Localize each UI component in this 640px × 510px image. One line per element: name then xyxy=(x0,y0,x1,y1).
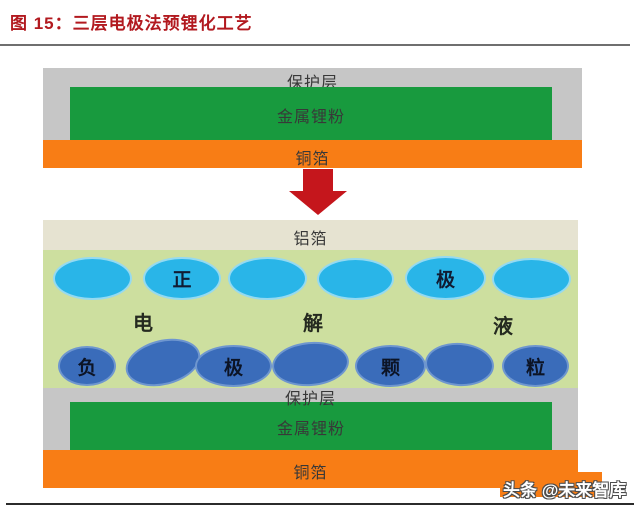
protective-layer-label-bottom: 保护层 xyxy=(284,391,336,408)
copper-foil-rect-bottom: 铜箔 xyxy=(43,450,578,488)
lithium-powder-label-bottom: 金属锂粉 xyxy=(276,421,345,438)
down-arrow-head-icon xyxy=(289,191,347,215)
toutiao-badge xyxy=(500,472,602,497)
figure-title: 图 15：三层电极法预锂化工艺 xyxy=(10,14,253,33)
copper-foil-label-bottom: 铜箔 xyxy=(293,465,328,482)
cathode-particle xyxy=(492,258,571,300)
copper-foil-rect: 铜箔 xyxy=(43,140,582,168)
anode-particle: 负 xyxy=(58,346,116,386)
copper-foil-label: 铜箔 xyxy=(295,151,330,168)
lithium-powder-rect: 金属锂粉 xyxy=(70,87,552,140)
assembled-cell-stack: 铝箔 正 极 电 解 液 负 极 颗 粒 保护层 金属锂粉 铜箔 xyxy=(43,220,578,488)
anode-particle: 颗 xyxy=(355,345,426,387)
down-arrow-icon xyxy=(303,169,333,192)
title-divider-line xyxy=(0,44,630,46)
lithium-powder-label: 金属锂粉 xyxy=(276,109,345,126)
electrolyte-char: 解 xyxy=(303,313,323,335)
electrolyte-char: 液 xyxy=(493,316,513,338)
lithium-powder-rect-bottom: 金属锂粉 xyxy=(70,402,552,450)
aluminum-foil-rect: 铝箔 xyxy=(43,220,578,250)
bottom-divider-line xyxy=(6,503,634,505)
cathode-particle: 极 xyxy=(405,256,486,300)
cathode-particle xyxy=(53,257,132,300)
anode-particle: 粒 xyxy=(502,345,569,387)
anode-particle: 极 xyxy=(195,345,272,387)
pre-lithiation-electrode-stack: 保护层 金属锂粉 铜箔 xyxy=(43,68,582,168)
cathode-particle xyxy=(228,257,307,300)
cathode-particle xyxy=(317,258,394,300)
cathode-particle: 正 xyxy=(143,257,221,300)
electrolyte-char: 电 xyxy=(133,313,153,335)
aluminum-foil-label: 铝箔 xyxy=(293,231,328,248)
watermark-text: 头条 @未来智库 xyxy=(503,481,627,500)
